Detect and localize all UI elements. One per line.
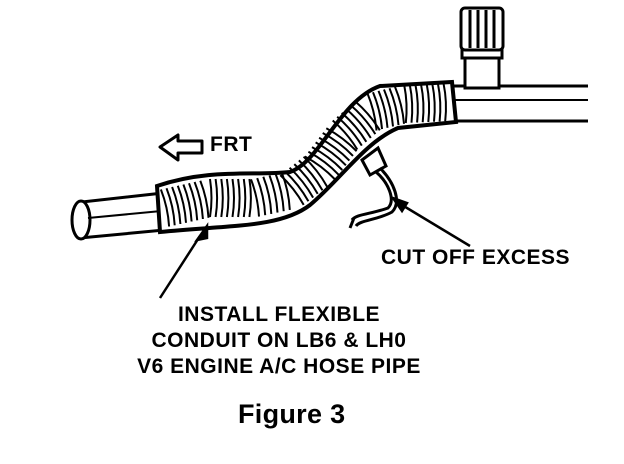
conduit-rib	[318, 136, 351, 162]
conduit-rib	[394, 86, 405, 124]
conduit-rib	[436, 83, 442, 122]
conduit-rib	[372, 91, 383, 130]
install-line-1: INSTALL FLEXIBLE	[177, 303, 381, 326]
right-pipe	[440, 84, 588, 123]
service-valve	[459, 6, 505, 90]
conduit-rib	[284, 170, 310, 202]
conduit-rib	[250, 179, 260, 217]
conduit-rib	[315, 141, 347, 166]
conduit-rib	[341, 112, 368, 143]
conduit-rib	[414, 84, 419, 123]
install-line-3: V6 ENGINE A/C HOSE PIPE	[137, 355, 421, 378]
conduit-rib	[279, 174, 305, 206]
left-pipe	[70, 190, 176, 241]
left-arrow-icon	[158, 133, 204, 162]
conduit-rib	[388, 87, 400, 126]
conduit-rib	[325, 127, 358, 152]
conduit-rib	[274, 173, 285, 212]
conduit-rib	[209, 178, 213, 218]
conduit-rib	[298, 159, 324, 191]
conduit-rib	[304, 155, 336, 181]
conduit-rib	[262, 176, 273, 214]
conduit-rib	[420, 84, 425, 123]
conduit-rib	[176, 185, 187, 223]
conduit-rib	[332, 119, 359, 151]
conduit-rib	[237, 178, 241, 218]
conduit-rib	[159, 189, 171, 227]
conduit-rib	[199, 180, 210, 218]
conduit-rib	[165, 187, 176, 226]
conduit-rib	[225, 178, 230, 218]
conduit-rib	[425, 83, 431, 123]
figure-caption: Figure 3	[238, 399, 346, 429]
leader-lines	[158, 195, 471, 299]
conduit-rib	[311, 146, 344, 171]
conduit-rib	[293, 163, 319, 195]
conduit-rib	[214, 178, 219, 218]
install-line-2: CONDUIT ON LB6 & LH0	[151, 329, 407, 352]
conduit-rib	[302, 155, 328, 188]
clamp-strap	[348, 145, 398, 229]
conduit-rib	[408, 84, 414, 123]
conduit-ribs	[159, 83, 447, 227]
conduit-rib	[383, 89, 394, 127]
conduit-rib	[345, 108, 372, 139]
conduit-rib	[336, 115, 363, 147]
conduit-rib	[403, 84, 408, 124]
conduit-rib	[182, 184, 193, 222]
conduit-rib	[322, 132, 354, 157]
conduit-rib	[366, 93, 378, 131]
cut-off-excess-label: CUT OFF EXCESS	[381, 246, 571, 269]
conduit-rib	[354, 100, 381, 131]
conduit-rib	[231, 178, 235, 218]
conduit-rib	[171, 186, 182, 225]
install-instruction: INSTALL FLEXIBLE CONDUIT ON LB6 & LH0 V6…	[104, 302, 454, 380]
conduit-rib	[307, 150, 340, 176]
conduit-rib	[256, 177, 267, 216]
direction-label: FRT	[210, 133, 253, 156]
conduit-rib	[248, 178, 252, 218]
conduit-rib	[268, 175, 279, 213]
conduit-rib	[242, 178, 247, 218]
conduit-rib	[350, 104, 377, 135]
conduit-rib	[288, 166, 314, 199]
conduit-rib	[377, 90, 389, 128]
conduit-rib	[220, 178, 224, 218]
conduit-rib	[280, 172, 291, 210]
conduit-rib	[442, 83, 447, 122]
conduit-rib	[193, 181, 204, 220]
conduit-rib	[188, 182, 199, 221]
conduit-rib	[431, 83, 436, 122]
